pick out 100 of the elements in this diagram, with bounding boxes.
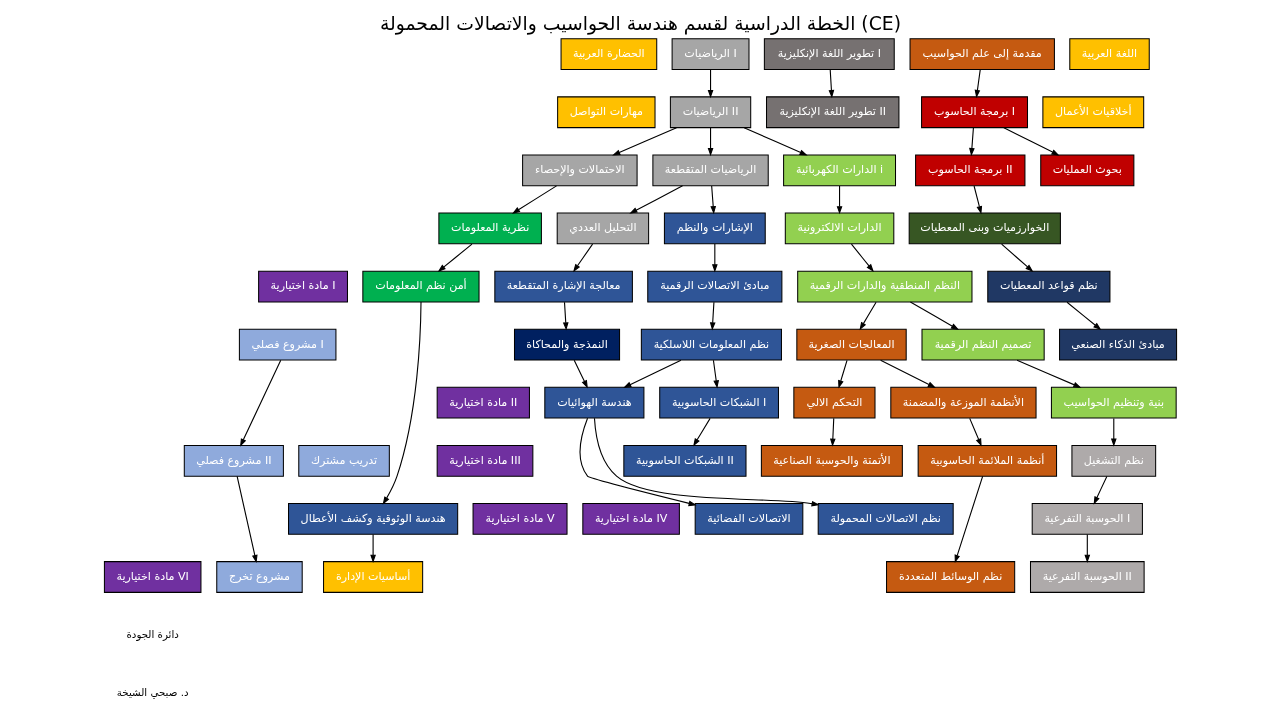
node-box: الأنظمة الموزعة والمضمنة	[889, 386, 1037, 419]
arrow	[1000, 243, 1033, 273]
node-box: مادة اختيارية III	[436, 444, 533, 477]
node-box: الرياضيات I	[671, 38, 749, 71]
node-box: مشروع فصلي II	[183, 444, 284, 477]
arrow	[369, 534, 376, 563]
arrow	[711, 243, 718, 273]
node-box: مادة اختيارية I	[257, 270, 348, 303]
node-box: هندسة الهوائيات	[543, 386, 644, 419]
node-box: بنية وتنظيم الحواسيب	[1050, 386, 1177, 419]
node-box: مهارات التواصل	[556, 96, 656, 129]
node-box: الدارات الكهربائية i	[782, 154, 896, 187]
node-box: أمن نظم المعلومات	[361, 270, 480, 303]
arrow	[1016, 359, 1081, 388]
node-box: الخوارزميات وبنى المعطيات	[908, 212, 1061, 245]
arrow	[707, 69, 713, 99]
node-box: نظم المعلومات اللاسلكية	[640, 328, 782, 361]
arrow	[1110, 417, 1117, 447]
arrow	[572, 243, 593, 273]
node-box: نظرية المعلومات	[437, 212, 542, 245]
label: دائرة الجودة	[126, 627, 179, 640]
node-box: الدارات الالكترونية	[784, 212, 894, 245]
arrow	[879, 359, 936, 389]
node-box: النظم المنطقية والدارات الرقمية	[796, 270, 972, 303]
arrow	[511, 185, 557, 214]
arrow	[709, 301, 716, 331]
node-box: الاحتمالات والإحصاء	[521, 154, 638, 187]
node-box: نظم قواعد المعطيات	[986, 270, 1110, 303]
node-box: برمجة الحاسوب II	[914, 154, 1025, 187]
node-box: نظم الوسائط المتعددة	[885, 561, 1015, 593]
node-box: الحضارة العربية	[560, 38, 657, 71]
arrow	[579, 417, 697, 507]
arrow	[968, 127, 975, 157]
arrow	[954, 475, 983, 564]
node-box: مادة اختيارية II	[436, 386, 530, 419]
arrow	[573, 359, 588, 389]
arrow	[836, 185, 842, 215]
node-box: أخلاقيات الأعمال	[1041, 96, 1144, 129]
node-box: الحوسبة التفرعية I	[1031, 503, 1143, 535]
arrow	[1002, 127, 1060, 156]
node-box: مشروع تخرج	[215, 561, 303, 593]
node-box: مبادئ الاتصالات الرقمية	[646, 270, 782, 303]
node-box: تصميم النظم الرقمية	[921, 328, 1045, 361]
arrow	[239, 359, 281, 447]
arrow	[858, 301, 877, 331]
node-box: الرياضيات المتقطعة	[651, 154, 769, 187]
arrow	[968, 417, 982, 447]
node-box: بحوث العمليات	[1039, 154, 1134, 187]
arrow	[707, 127, 713, 157]
node-box: الشبكات الحاسوبية II	[622, 444, 747, 477]
node-box: الشبكات الحاسوبية I	[658, 386, 779, 419]
arrow	[974, 69, 981, 99]
node-box: نظم الاتصالات المحمولة	[817, 503, 954, 535]
node-box: اللغة العربية	[1068, 38, 1150, 71]
node-box: نظم التشغيل	[1070, 444, 1156, 477]
arrow	[743, 127, 808, 156]
node-box: مبادئ الذكاء الصنعي	[1058, 328, 1177, 361]
arrow	[837, 359, 848, 389]
node-box: مقدمة إلى علم الحواسيب	[909, 38, 1055, 71]
arrow	[1083, 534, 1090, 563]
node-box: الإشارات والنظم	[663, 212, 766, 245]
node-box: تطوير اللغة الإنكليزية II	[765, 96, 899, 129]
arrow	[1066, 301, 1101, 331]
arrow	[828, 69, 834, 99]
arrow	[382, 301, 422, 505]
node-box: النمذجة والمحاكاة	[513, 328, 620, 361]
arrow	[973, 185, 982, 215]
arrow	[593, 417, 820, 507]
node-box: التحكم الالي	[792, 386, 876, 419]
node-box: التحليل العددي	[556, 212, 649, 245]
arrow	[611, 127, 677, 156]
node-box: مادة اختيارية VI	[103, 561, 201, 593]
arrow	[709, 185, 716, 215]
node-box: معالجة الإشارة المتقطعة	[493, 270, 633, 303]
node-box: الاتصالات الفضائية	[694, 503, 803, 535]
arrow	[628, 185, 683, 214]
node-box: برمجة الحاسوب I	[920, 96, 1028, 129]
arrow	[236, 475, 258, 564]
node-box: أساسيات الإدارة	[322, 561, 423, 593]
arrow	[712, 359, 719, 389]
node-box: هندسة الوثوقية وكشف الأعطال	[287, 503, 458, 535]
node-box: مادة اختيارية IV	[581, 503, 680, 535]
node-box: تدريب مشترك	[297, 444, 390, 477]
arrow	[850, 243, 874, 273]
arrow	[437, 243, 472, 273]
diagram-title: الخطة الدراسية لقسم هندسة الحواسيب والاتصالات المحمولة (CE)	[379, 12, 901, 34]
arrow	[909, 301, 959, 330]
node-box: الرياضيات II	[669, 96, 751, 129]
arrow	[622, 359, 681, 388]
node-box: الحوسبة التفرعية II	[1029, 561, 1145, 593]
node-box: تطوير اللغة الإنكليزية I	[763, 38, 895, 71]
node-box: أنظمة الملائمة الحاسوبية	[917, 444, 1057, 477]
node-box: مشروع فصلي I	[238, 328, 336, 361]
arrow	[562, 301, 569, 331]
label: د. صبحي الشيخة	[116, 685, 188, 698]
arrow	[692, 417, 711, 447]
arrow	[829, 417, 836, 447]
node-box: مادة اختيارية V	[472, 503, 568, 535]
arrow	[1093, 475, 1107, 505]
node-box: المعالجات الصغرية	[795, 328, 907, 361]
